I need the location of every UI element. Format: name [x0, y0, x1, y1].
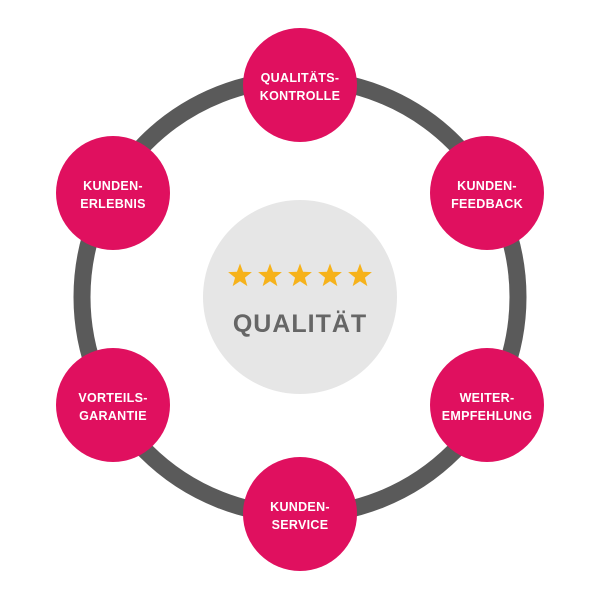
node-circle [430, 136, 544, 250]
node-label-line-2: ERLEBNIS [80, 197, 146, 211]
star-icon [258, 263, 282, 287]
node-circle [243, 457, 357, 571]
star-icon [228, 263, 252, 287]
node-label-line-2: SERVICE [272, 518, 329, 532]
node-label-line-1: KUNDEN- [270, 500, 330, 514]
node-kundenerlebnis: KUNDEN- ERLEBNIS [56, 136, 170, 250]
node-label-line-1: KUNDEN- [457, 179, 517, 193]
node-circle [430, 348, 544, 462]
node-circle [56, 136, 170, 250]
star-icon [348, 263, 372, 287]
node-label-line-1: QUALITÄTS- [261, 70, 340, 85]
node-kundenfeedback: KUNDEN- FEEDBACK [430, 136, 544, 250]
star-icon [288, 263, 312, 287]
node-label-line-1: KUNDEN- [83, 179, 143, 193]
center-circle [203, 200, 397, 394]
node-weiterempfehlung: WEITER- EMPFEHLUNG [430, 348, 544, 462]
node-label-line-2: GARANTIE [79, 409, 147, 423]
node-kundenservice: KUNDEN- SERVICE [243, 457, 357, 571]
node-vorteilsgarantie: VORTEILS- GARANTIE [56, 348, 170, 462]
node-qualitaetskontrolle: QUALITÄTS- KONTROLLE [243, 28, 357, 142]
center-title: QUALITÄT [233, 310, 367, 338]
node-label-line-2: KONTROLLE [260, 89, 340, 103]
node-circle [243, 28, 357, 142]
star-rating [228, 263, 372, 287]
node-label-line-2: FEEDBACK [451, 197, 523, 211]
node-label-line-2: EMPFEHLUNG [442, 409, 533, 423]
node-label-line-1: VORTEILS- [78, 391, 147, 405]
star-icon [318, 263, 342, 287]
node-label-line-1: WEITER- [460, 391, 515, 405]
node-circle [56, 348, 170, 462]
